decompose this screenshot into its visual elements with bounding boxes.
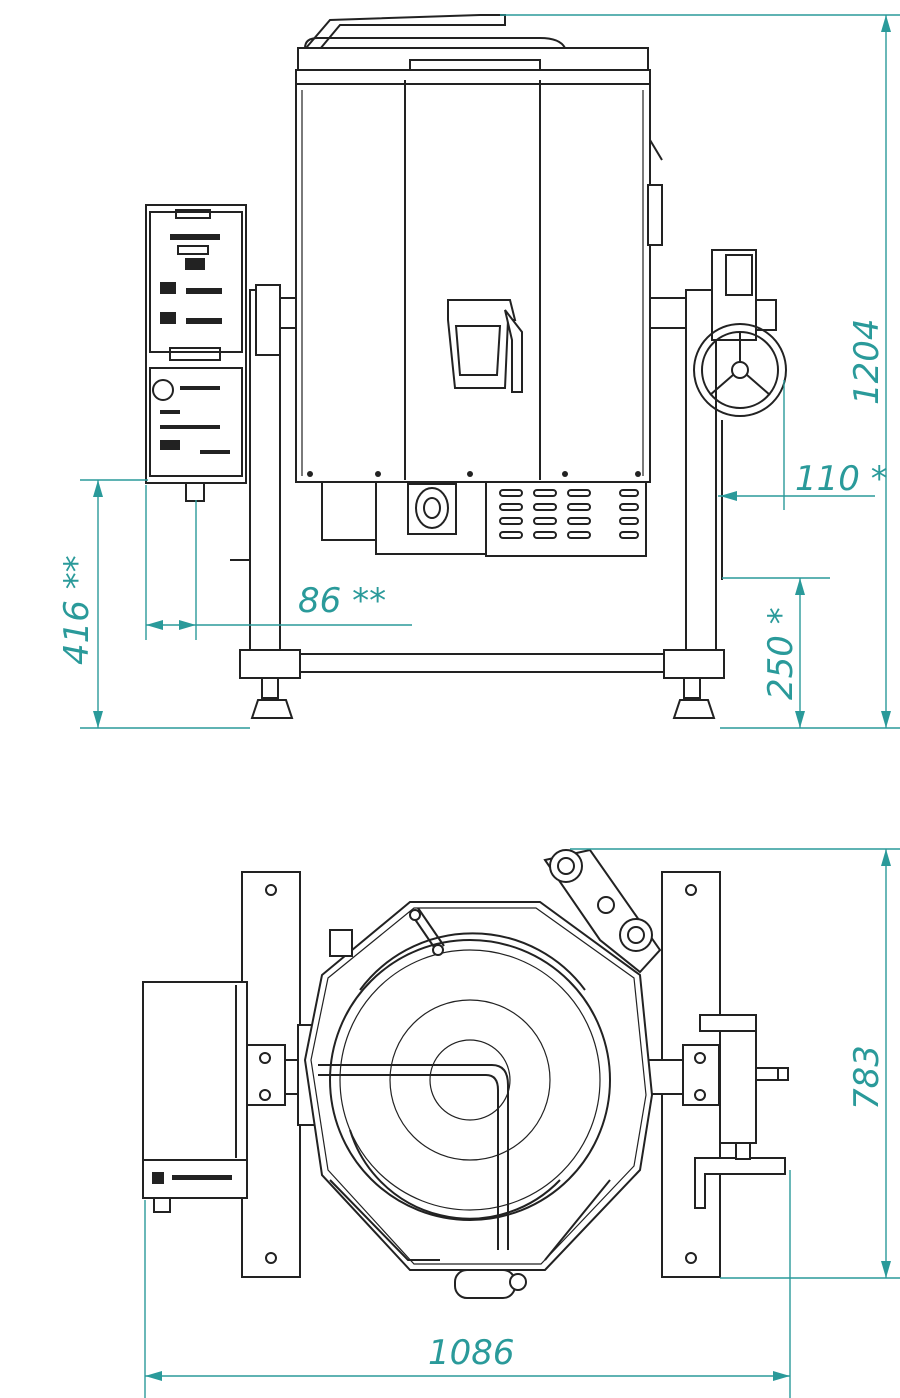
- top-drain: [454, 1269, 527, 1299]
- top-hinge: [329, 848, 662, 974]
- dim-top-offset: 110 *: [795, 459, 888, 499]
- lower-unit: [321, 481, 647, 557]
- top-dimensions: 783 1086: [144, 848, 900, 1398]
- dim-panel-bottom: 416 **: [57, 555, 97, 665]
- dim-valve-height: 250 *: [761, 607, 801, 700]
- top-gear-side: [694, 1014, 789, 1209]
- top-control-box: [142, 981, 248, 1213]
- top-view: [142, 848, 789, 1299]
- vent-grille: [499, 489, 639, 539]
- dim-depth: 783: [847, 1045, 887, 1110]
- tilt-handwheel: [693, 249, 787, 580]
- dim-panel-offset: 86 **: [298, 581, 386, 621]
- top-kettle: [303, 901, 654, 1271]
- frame: [230, 284, 725, 719]
- dim-width: 1086: [428, 1333, 515, 1373]
- kettle-body: [295, 69, 663, 483]
- control-panel: [145, 204, 247, 502]
- dim-overall-height: 1204: [847, 318, 887, 405]
- front-view: [145, 14, 787, 719]
- front-dimensions: 1204 110 * 250 * 416 ** 86 **: [57, 14, 900, 729]
